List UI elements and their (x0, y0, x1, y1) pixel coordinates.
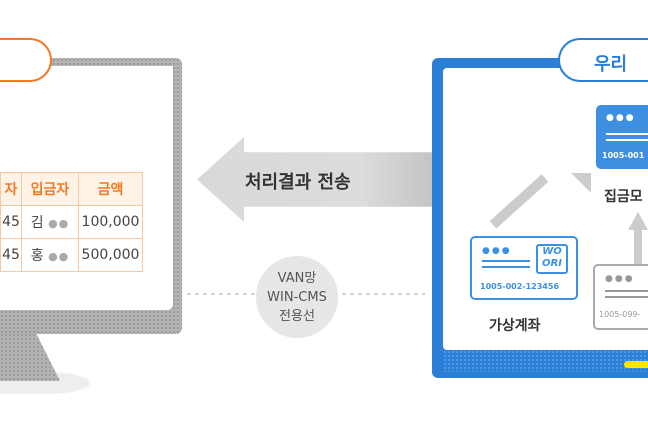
virtual-account-card: ●●● WO ORI 1005-002-123456 (470, 236, 578, 300)
arrow-label: 처리결과 전송 (245, 172, 351, 193)
logo-line: WO (542, 246, 562, 257)
cell-amount: 100,000 (78, 205, 143, 239)
network-circle: VAN망 WIN-CMS 전용선 (256, 256, 338, 338)
bank-monitor-bezel (443, 350, 648, 372)
bank-title-pill: 우리 (558, 38, 648, 82)
network-line: 전용선 (279, 308, 315, 324)
table-row: 45 김 ●● 100,000 (0, 205, 143, 239)
arrow-up-icon (634, 228, 642, 268)
deposit-table: 자 입금자 금액 45 김 ●● 100,000 45 홍 ●● 500,000 (0, 172, 143, 272)
card-number: 1005-001 (602, 151, 645, 160)
client-title-pill (0, 38, 52, 82)
monitor-stand (0, 333, 60, 381)
woori-logo: WO ORI (536, 244, 568, 274)
dotted-line-right (340, 292, 425, 296)
card-number: 1005-099- (599, 310, 641, 319)
depositor-name: 김 (30, 215, 44, 231)
collection-account-card: ●●● 1005-001 (596, 105, 648, 169)
card-line (482, 260, 530, 262)
cell-depositor: 홍 ●● (21, 238, 79, 272)
header-col: 자 (0, 172, 22, 206)
card-line (605, 290, 648, 292)
header-amount: 금액 (78, 172, 143, 206)
card-dots: ●●● (605, 274, 635, 284)
card-line (482, 266, 530, 268)
card-dots: ●●● (606, 113, 636, 123)
power-indicator (624, 361, 648, 368)
card-line (606, 139, 648, 141)
cell-account: 45 (0, 205, 22, 239)
logo-line: ORI (542, 258, 562, 269)
network-line: WIN-CMS (267, 289, 327, 305)
masked-dots: ●● (48, 250, 70, 263)
table-header: 자 입금자 금액 (0, 172, 143, 206)
card-number: 1005-002-123456 (480, 282, 560, 291)
header-depositor: 입금자 (21, 172, 79, 206)
card-line (605, 296, 648, 298)
cell-amount: 500,000 (78, 238, 143, 272)
cell-account: 45 (0, 238, 22, 272)
virtual-account-label: 가상계좌 (489, 318, 541, 334)
masked-dots: ●● (48, 217, 70, 230)
network-line: VAN망 (277, 270, 317, 286)
depositor-name: 홍 (30, 248, 44, 264)
table-row: 45 홍 ●● 500,000 (0, 238, 143, 272)
card-line (606, 133, 648, 135)
dotted-line-left (185, 292, 257, 296)
card-dots: ●●● (482, 246, 512, 256)
collection-account-label: 집금모 (604, 189, 643, 205)
other-account-card: ●●● 1005-099- (593, 264, 648, 330)
cell-depositor: 김 ●● (21, 205, 79, 239)
